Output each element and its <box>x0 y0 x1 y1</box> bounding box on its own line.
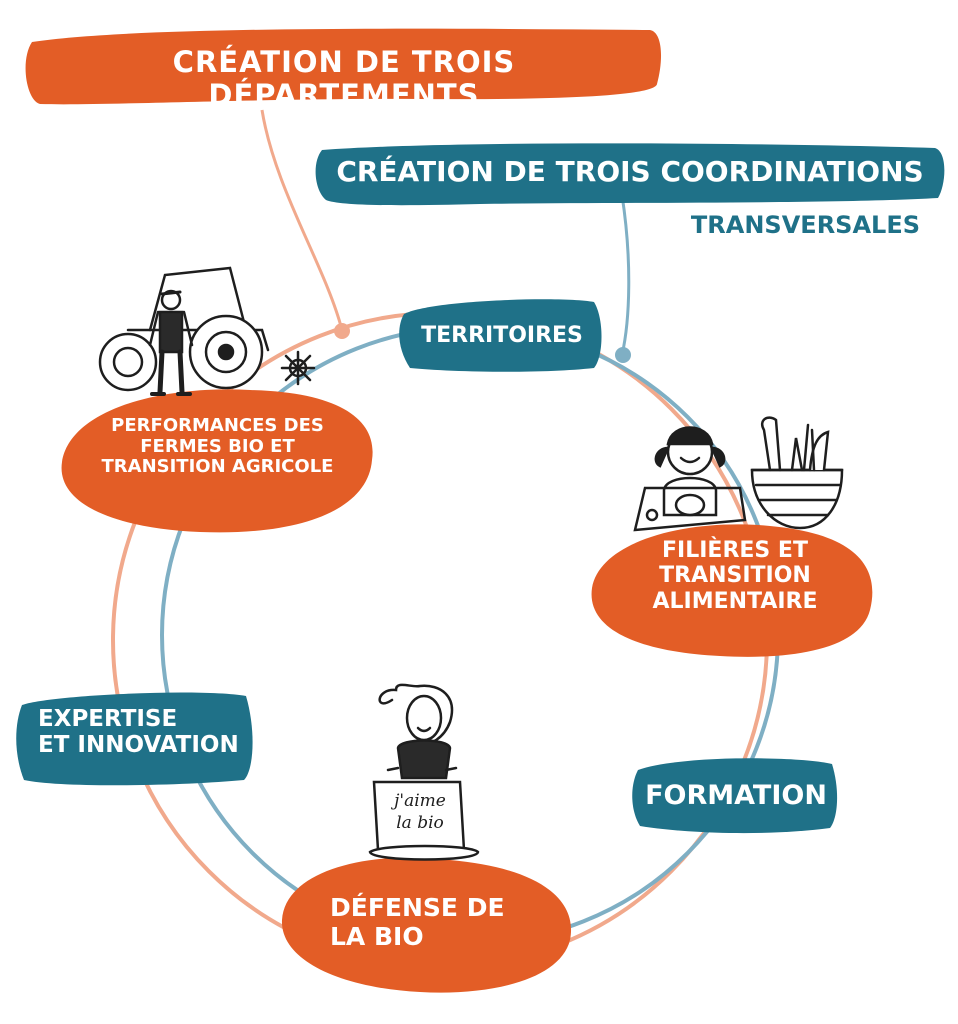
performances-label: PERFORMANCES DES FERMES BIO ET TRANSITIO… <box>70 415 365 478</box>
departments-connector <box>260 109 344 331</box>
performances-blob <box>61 389 373 533</box>
departments-banner <box>25 28 662 105</box>
market-vendor-illustration <box>633 416 844 532</box>
filieres-label-line3: ALIMENTAIRE <box>652 588 818 614</box>
coordinations-banner <box>315 143 945 206</box>
defense-blob <box>281 857 572 993</box>
formation-box <box>632 758 838 834</box>
coordinations-connector <box>620 194 631 356</box>
tractor-farmer-illustration <box>98 266 316 396</box>
performances-label-line3: TRANSITION AGRICOLE <box>101 456 334 478</box>
territoires-label: TERRITOIRES <box>421 323 583 348</box>
formation-label: FORMATION <box>645 780 827 811</box>
defense-label-line1: DÉFENSE DE <box>330 893 505 922</box>
sign-text-line2: la bio <box>396 813 444 833</box>
coordinations-connector-dot <box>615 347 631 363</box>
departments-title: CRÉATION DE TROIS DÉPARTEMENTS <box>172 45 516 113</box>
filieres-label-line1: FILIÈRES ET <box>662 538 808 563</box>
coordinations-title: CRÉATION DE TROIS COORDINATIONS <box>336 155 924 188</box>
expertise-label-line1: EXPERTISE <box>38 706 178 732</box>
filieres-blob <box>591 524 873 657</box>
sign-text-line1: j'aime <box>390 791 446 811</box>
coordinations-title-line2: TRANSVERSALES <box>690 211 920 239</box>
filieres-label: FILIÈRES ET TRANSITION ALIMENTAIRE <box>620 538 850 614</box>
defense-label-line2: LA BIO <box>330 921 424 951</box>
performances-label-line2: FERMES BIO ET <box>140 435 295 457</box>
defense-label: DÉFENSE DE LA BIO <box>330 893 530 952</box>
filieres-label-line2: TRANSITION <box>659 563 811 589</box>
expertise-label-line2: ET INNOVATION <box>38 732 239 759</box>
territoires-box <box>399 299 602 372</box>
expertise-box <box>16 692 253 786</box>
performances-label-line1: PERFORMANCES DES <box>111 415 324 436</box>
expertise-label: EXPERTISE ET INNOVATION <box>20 706 268 759</box>
woman-with-sign-illustration <box>368 683 480 861</box>
